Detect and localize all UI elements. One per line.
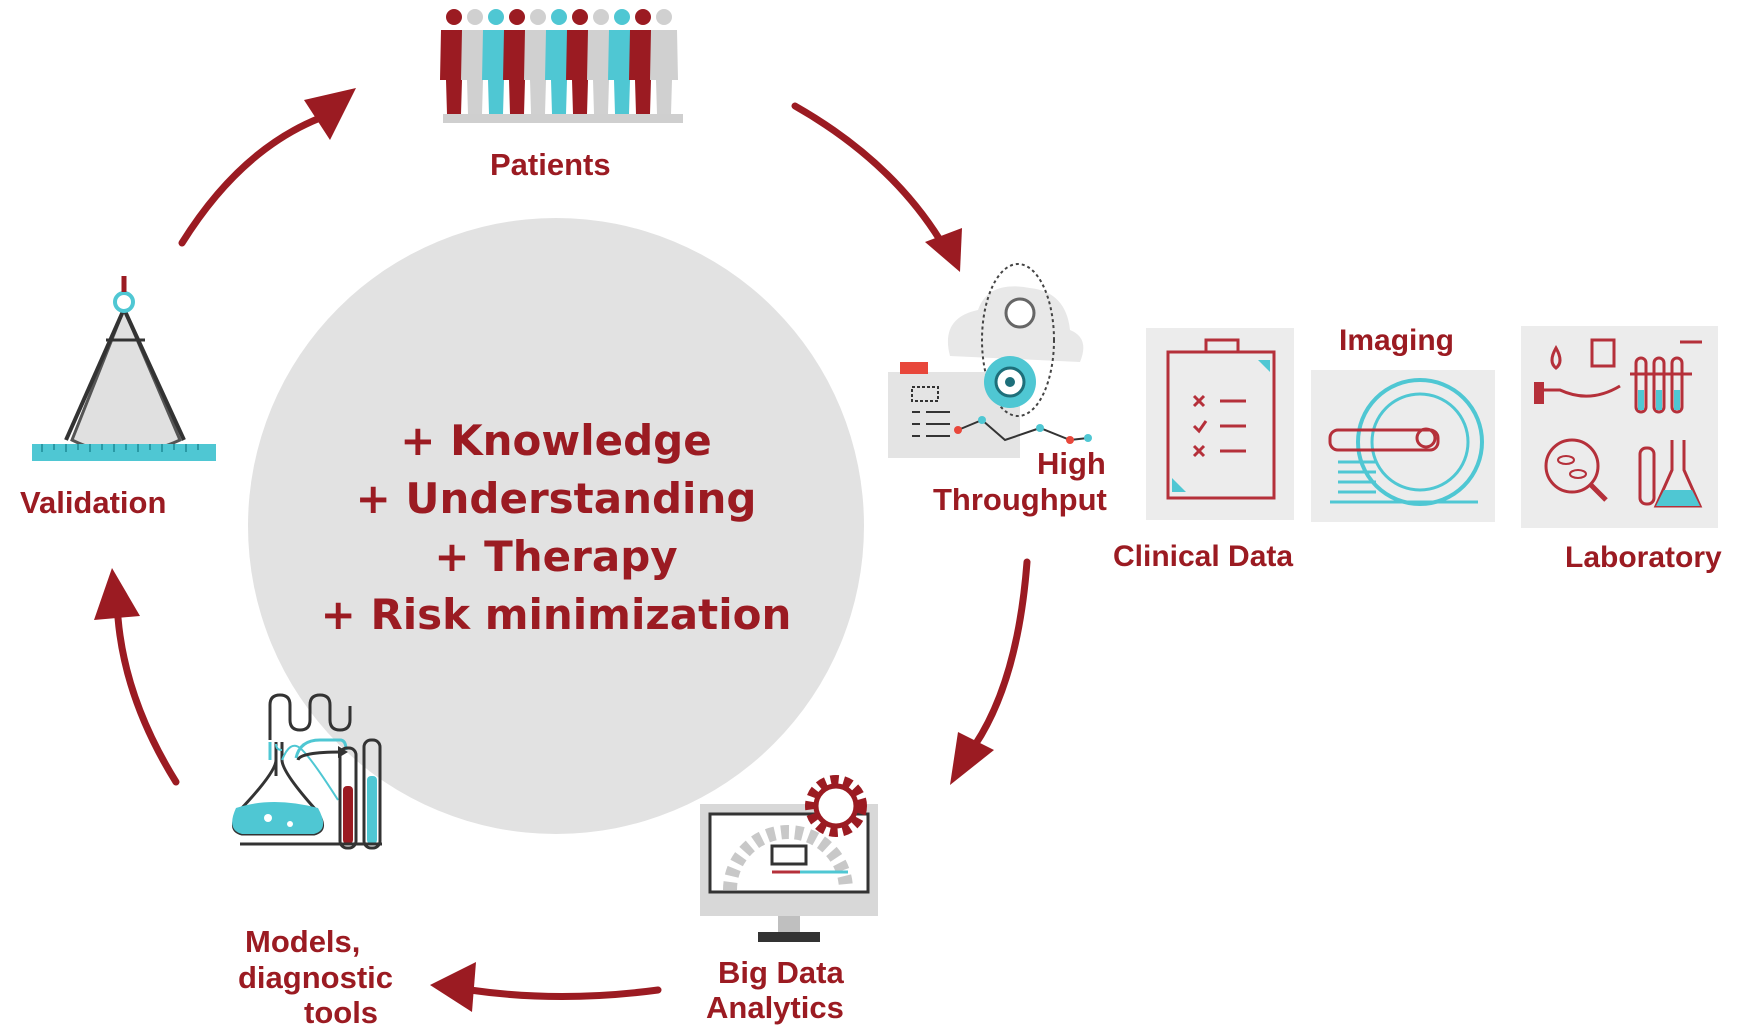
- person-body: [524, 30, 552, 114]
- monitor-gear-icon: [700, 775, 878, 942]
- person-head: [467, 9, 483, 25]
- person-body: [629, 30, 657, 114]
- label-clinical-data: Clinical Data: [1113, 540, 1294, 573]
- person-body: [461, 30, 489, 114]
- person-head: [656, 9, 672, 25]
- person-body: [608, 30, 636, 114]
- clipboard-icon: [1146, 328, 1294, 520]
- arrow-bigdata-to-models: [466, 986, 662, 1000]
- person-head: [446, 9, 462, 25]
- label-models: Models,: [245, 924, 361, 959]
- person-body: [650, 30, 678, 114]
- cycle-arrows: [94, 88, 1031, 1012]
- person-body: [503, 30, 531, 114]
- label-analytics: Analytics: [706, 990, 844, 1025]
- arrow-highthroughput-to-bigdata: [971, 558, 1031, 749]
- label-diagnostic: diagnostic: [238, 960, 394, 995]
- label-laboratory: Laboratory: [1565, 541, 1722, 574]
- person-head: [635, 9, 651, 25]
- person-head: [572, 9, 588, 25]
- label-throughput: Throughput: [933, 482, 1107, 517]
- label-big-data: Big Data: [718, 955, 844, 990]
- center-line-understanding: + Understanding: [355, 474, 757, 523]
- person-body: [482, 30, 510, 114]
- mri-scanner-icon: [1311, 370, 1495, 522]
- person-head: [530, 9, 546, 25]
- center-statement: + Knowledge + Understanding + Therapy + …: [249, 412, 863, 644]
- person-body: [440, 30, 468, 114]
- arrow-patients-to-highthroughput: [791, 102, 944, 244]
- label-imaging: Imaging: [1339, 324, 1455, 357]
- person-body: [545, 30, 573, 114]
- patients-icon: [440, 9, 683, 123]
- label-validation: Validation: [20, 485, 167, 520]
- center-circle: [248, 218, 864, 834]
- compass-icon: [32, 276, 216, 461]
- label-high: High: [1037, 446, 1106, 481]
- person-head: [488, 9, 504, 25]
- center-line-risk-minimization: + Risk minimization: [320, 590, 792, 639]
- lab-equipment-icon: [1521, 326, 1718, 528]
- arrow-validation-to-patients: [178, 114, 324, 247]
- person-head: [509, 9, 525, 25]
- arrow-models-to-validation: [114, 614, 180, 786]
- center-line-therapy: + Therapy: [434, 532, 678, 581]
- label-tools: tools: [304, 995, 379, 1030]
- person-head: [593, 9, 609, 25]
- person-body: [587, 30, 615, 114]
- person-head: [551, 9, 567, 25]
- center-line-knowledge: + Knowledge: [400, 416, 712, 465]
- label-patients: Patients: [490, 147, 611, 182]
- flask-tubes-icon: [232, 693, 382, 850]
- cloud-gear-icon: [888, 263, 1092, 458]
- person-body: [566, 30, 594, 114]
- person-head: [614, 9, 630, 25]
